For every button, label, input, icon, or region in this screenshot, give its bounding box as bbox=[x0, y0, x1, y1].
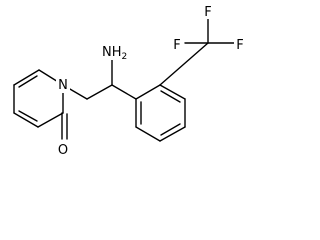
amine-subscript: 2 bbox=[122, 52, 128, 62]
bond-b2-cf3 bbox=[159, 42, 209, 86]
bond-ch-aryl bbox=[111, 84, 137, 100]
bond-b2-b3 bbox=[159, 84, 186, 100]
bond-c3-c2 bbox=[37, 112, 64, 128]
molecule-structure: N O NH2 F F F bbox=[13, 3, 248, 158]
bond-b4-b5-double bbox=[160, 123, 181, 136]
bond-c4-c3-double bbox=[18, 110, 38, 122]
atom-labels: N O NH2 F F F bbox=[55, 3, 248, 158]
atom-fluorine-right: F bbox=[236, 38, 243, 53]
bond-b5-b6 bbox=[135, 126, 161, 142]
amine-nh: NH bbox=[102, 45, 122, 60]
bond-b1-b2 bbox=[135, 84, 161, 100]
bond-c6-c5 bbox=[13, 69, 40, 86]
bond-c4-c3 bbox=[13, 112, 39, 128]
atom-amine: NH2 bbox=[102, 45, 127, 62]
bond-ch2-ch bbox=[86, 84, 113, 100]
benzene-ring bbox=[135, 84, 186, 142]
atom-nitrogen-ring: N bbox=[58, 78, 68, 93]
atom-fluorine-left: F bbox=[173, 38, 180, 53]
carbonyl-group bbox=[61, 112, 68, 140]
bond-b4-b5 bbox=[159, 126, 186, 142]
bond-b2-b3-double bbox=[160, 90, 181, 103]
atom-oxygen: O bbox=[58, 143, 68, 158]
atom-fluorine-top: F bbox=[204, 5, 211, 20]
pyridinone-ring bbox=[13, 69, 64, 128]
bond-c6-c5-double bbox=[18, 75, 38, 88]
trifluoromethyl-group bbox=[159, 16, 235, 86]
ethyl-linker bbox=[62, 59, 137, 100]
